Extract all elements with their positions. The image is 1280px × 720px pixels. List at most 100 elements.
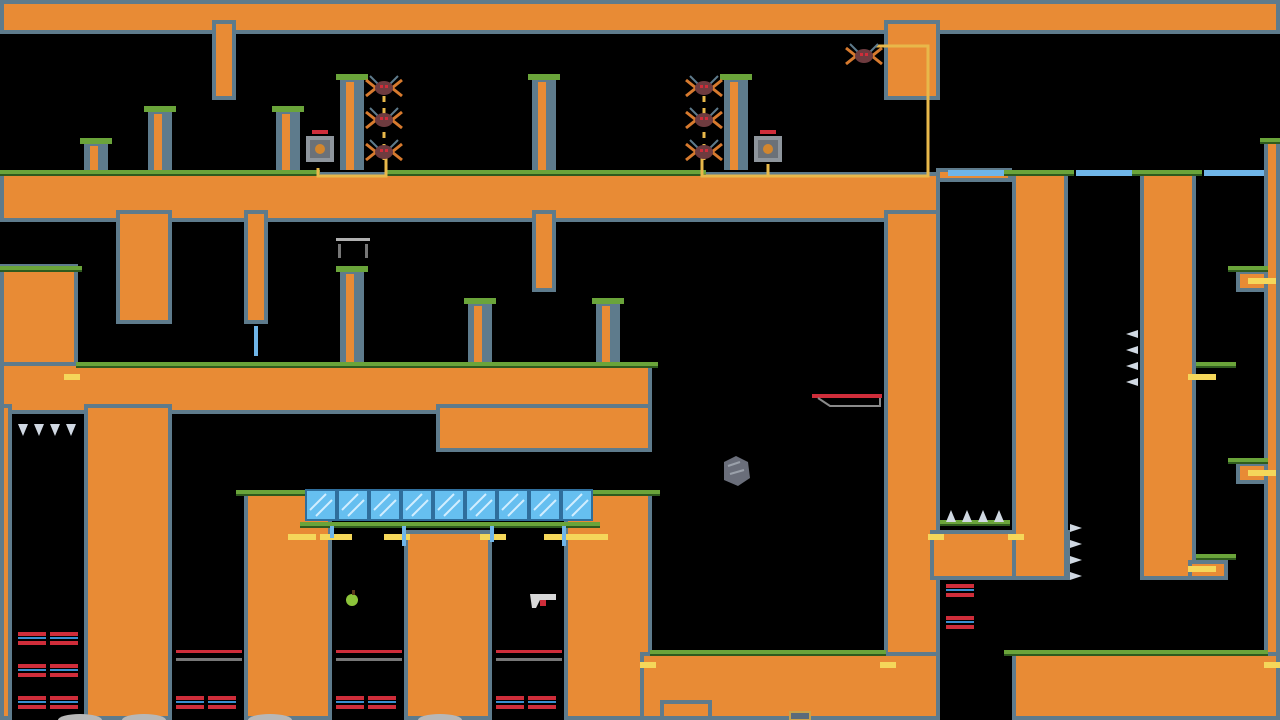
- spike-up: [978, 510, 988, 522]
- lower-pillar-wall: [404, 530, 492, 720]
- spike-right: [1070, 572, 1082, 580]
- spider-enemy: [365, 75, 403, 98]
- moving-platform: [812, 394, 882, 407]
- ledge-highlight: [64, 374, 80, 380]
- right-ledge: [1196, 554, 1236, 560]
- ice-block: [337, 489, 369, 521]
- track-rail: [700, 44, 930, 178]
- ceiling-wall: [0, 0, 1280, 34]
- laser-barrier: [18, 696, 46, 709]
- ledge-highlight: [1188, 566, 1216, 572]
- spike-up: [994, 510, 1004, 522]
- lower-pillar-wall: [564, 490, 652, 720]
- ice-block: [369, 489, 401, 521]
- pit-rail: [496, 650, 562, 661]
- hanging-block: [116, 210, 172, 324]
- lower-pillar-wall: [244, 490, 332, 720]
- stone-pillar: [144, 106, 176, 170]
- spike-left: [1126, 330, 1138, 338]
- laser-barrier: [336, 696, 364, 709]
- laser-barrier: [496, 696, 524, 709]
- stone-pillar: [336, 74, 368, 170]
- spider-enemy: [685, 75, 723, 98]
- boulder: [248, 714, 292, 720]
- upper-ledge: [386, 170, 706, 176]
- laser-barrier: [368, 696, 396, 709]
- stone-pillar: [720, 74, 752, 170]
- left-ledge: [0, 266, 82, 272]
- water-strip: [1204, 170, 1264, 176]
- water-strip: [948, 170, 1008, 176]
- switch-box: [754, 130, 782, 162]
- bottom-block: [660, 700, 712, 720]
- pit-rail: [336, 650, 402, 661]
- floating-rock: [724, 456, 750, 486]
- ice-block: [529, 489, 561, 521]
- boulder: [58, 714, 102, 720]
- spider-enemy: [845, 43, 883, 66]
- spike-right: [1070, 524, 1082, 532]
- laser-barrier: [50, 632, 78, 645]
- hanging-column: [244, 210, 268, 324]
- hanging-column: [532, 210, 556, 292]
- ice-block: [561, 489, 593, 521]
- center-right-wall: [884, 210, 940, 710]
- spike-right: [1070, 556, 1082, 564]
- ice-block: [433, 489, 465, 521]
- column-cap: [1004, 170, 1074, 176]
- middle-floor-step: [436, 404, 652, 452]
- laser-barrier: [528, 696, 556, 709]
- laser-barrier: [50, 664, 78, 677]
- stone-pillar: [336, 266, 368, 362]
- ledge-highlight: [1188, 374, 1216, 380]
- ledge-highlight: [928, 534, 944, 540]
- spike-left: [1126, 378, 1138, 386]
- ice-block: [305, 489, 337, 521]
- spike-left: [1126, 362, 1138, 370]
- laser-barrier: [208, 696, 236, 709]
- right-edge-wall: [1264, 140, 1280, 720]
- stone-pillar: [592, 298, 624, 362]
- spike-down: [66, 424, 76, 436]
- spider-enemy: [365, 107, 403, 130]
- middle-ledge: [76, 362, 658, 368]
- laser-barrier: [176, 696, 204, 709]
- ledge-highlight: [1248, 278, 1276, 284]
- laser-barrier: [18, 632, 46, 645]
- bottom-right-floor: [1012, 652, 1280, 720]
- ledge-highlight: [544, 534, 608, 540]
- blaster-pickup: [530, 594, 556, 608]
- left-edge-wall: [0, 404, 12, 720]
- boulder: [418, 714, 462, 720]
- exit-hatch: [789, 711, 811, 720]
- lower-ledge: [236, 490, 308, 496]
- pit-rail: [176, 650, 242, 661]
- ledge-highlight: [288, 534, 316, 540]
- spike-right: [1070, 540, 1082, 548]
- floor-ledge: [1004, 650, 1268, 656]
- stone-pillar: [80, 138, 112, 170]
- right-column-wall: [1012, 172, 1068, 580]
- drip: [562, 526, 566, 546]
- laser-barrier: [946, 584, 974, 597]
- spike-down: [50, 424, 60, 436]
- spring-pad: [336, 238, 370, 258]
- lower-ledge: [590, 490, 660, 496]
- ledge-highlight: [384, 534, 410, 540]
- ledge-highlight: [1264, 662, 1280, 668]
- fruit-pickup: [346, 590, 358, 606]
- spike-down: [34, 424, 44, 436]
- spider-enemy: [685, 139, 723, 162]
- right-ledge: [1260, 138, 1280, 144]
- stone-pillar: [464, 298, 496, 362]
- ceiling-stalactite: [212, 20, 236, 100]
- switch-box: [306, 130, 334, 162]
- ice-block: [465, 489, 497, 521]
- boulder: [122, 714, 166, 720]
- stone-pillar: [528, 74, 560, 170]
- ice-ledge: [300, 522, 600, 528]
- ledge-highlight: [1008, 534, 1024, 540]
- drip: [254, 326, 258, 356]
